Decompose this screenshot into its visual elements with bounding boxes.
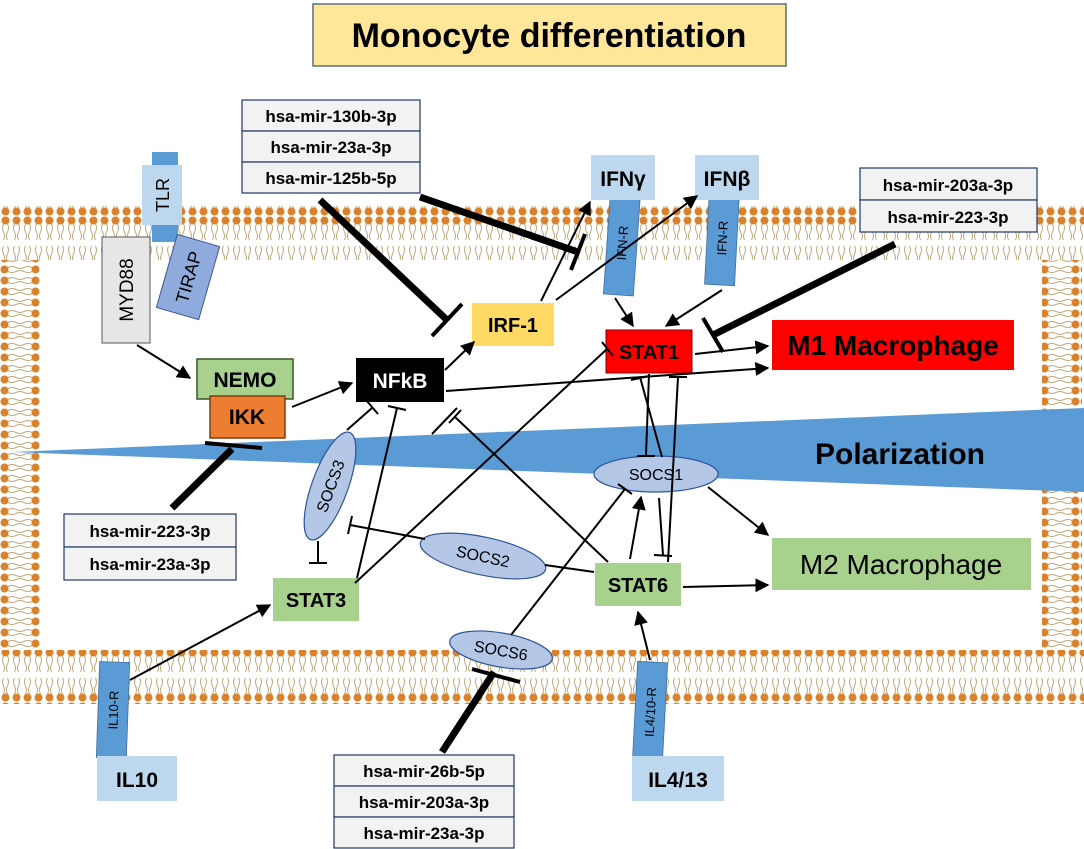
socs2-node: SOCS2 [419,532,547,580]
arrow-il10r-to-stat3 [129,604,272,681]
socs1-label: SOCS1 [629,467,683,484]
ikk-label: IKK [229,406,265,429]
mirna-label: hsa-mir-23a-3p [364,824,485,843]
irf1-node: IRF-1 [472,303,554,346]
inhibit-stat6-to-nfkb [454,416,609,563]
activation-arrows [129,195,770,681]
tlr-receptor: TLR [142,152,182,242]
il10r-label: IL10-R [105,690,121,730]
il10-ligand: IL10 [97,756,177,801]
stat1-label: STAT1 [619,342,679,364]
polarization-label: Polarization [815,438,985,471]
mirna-label: hsa-mir-223-3p [90,522,211,541]
arrow-stat6-to-socs1 [629,495,646,560]
mirna-group-bottom: hsa-mir-26b-5p hsa-mir-203a-3p hsa-mir-2… [333,754,515,849]
mirna-label: hsa-mir-130b-3p [265,107,396,126]
inhibit-stat6-to-stat1 [667,376,679,563]
stat3-node: STAT3 [273,578,359,621]
mirna-label: hsa-mir-125b-5p [265,169,396,188]
stat3-label: STAT3 [286,590,346,612]
inhibit-socs2-to-socs3 [349,524,426,540]
ifng-label: IFNγ [600,168,646,191]
mirna-group-top-right: hsa-mir-203a-3p hsa-mir-223-3p [859,167,1038,233]
myd88-adaptor: MYD88 [101,236,151,344]
tirap-adaptor: TIRAP [155,233,221,321]
ikk-node: IKK [209,395,286,439]
arrow-irf1-to-ifnb [555,195,699,301]
arrow-myd88-to-nemo [136,344,192,379]
arrow-ifnr1-to-stat1 [614,297,634,328]
il4r-label: IL4/10-R [642,687,660,738]
m1-macrophage: M1 Macrophage [772,320,1014,370]
stat1-node: STAT1 [605,329,693,374]
mirna-inhibit-ifnr1 [418,193,580,256]
m2-macrophage: M2 Macrophage [772,538,1031,590]
tlr-label: TLR [153,178,173,212]
mirna-inhibition-lines [169,193,897,754]
inhibit-socs2-stat6 [544,564,595,573]
mirna-label: hsa-mir-23a-3p [271,138,392,157]
arrow-ifnr2-to-stat1 [664,289,723,327]
socs6-node: SOCS6 [449,630,553,670]
mirna-group-top-left: hsa-mir-130b-3p hsa-mir-23a-3p hsa-mir-1… [241,99,421,194]
arrow-irf1-to-ifng [540,200,591,302]
inhibit-socs3-to-nfkb [346,407,373,431]
ifnr-2-label: IFN-R [714,220,731,255]
stat6-label: STAT6 [608,575,668,597]
il4-receptor: IL4/10-R [631,660,669,764]
page-title: Monocyte differentiation [352,17,747,55]
ifnb-label: IFNβ [704,168,751,191]
inhibit-stat6-to-socs1b [658,497,664,556]
mirna-inhibit-stat1 [711,240,897,339]
il10-receptor: IL10-R [95,661,131,759]
ifng-ligand: IFNγ [591,155,655,200]
arrow-stat1-to-m1 [694,340,770,355]
arrow-ikk-to-nfkb [291,381,354,408]
nfkb-node: NFkB [356,358,444,402]
arrow-il4r-to-stat6 [634,610,651,661]
m2-label: M2 Macrophage [800,549,1002,580]
inhibit-socs6-to-socs1 [510,488,626,636]
mirna-label: hsa-mir-203a-3p [359,793,489,812]
socs3-node: SOCS3 [303,431,357,541]
myd88-label: MYD88 [117,258,138,321]
polarization-wedge [12,408,1084,492]
irf1-label: IRF-1 [488,315,538,337]
inhibition-lines [309,341,687,636]
mirna-label: hsa-mir-23a-3p [90,555,211,574]
mirna-label: hsa-mir-203a-3p [883,176,1013,195]
inhibit-stat1-to-socs1 [645,373,650,456]
ifn-receptor-2: IFN-R [704,189,740,287]
mirna-label: hsa-mir-26b-5p [363,762,485,781]
m1-label: M1 Macrophage [787,330,999,361]
mirna-group-left: hsa-mir-223-3p hsa-mir-23a-3p [63,513,237,581]
il4-ligand: IL4/13 [632,756,724,801]
il10-label: IL10 [116,769,158,792]
mirna-inhibit-socs6 [439,670,497,754]
il4-label: IL4/13 [648,769,708,792]
mirna-inhibit-ikk [169,446,235,511]
arrow-nfkb-to-m1 [445,361,770,392]
ifn-receptor-1: IFN-R [602,189,642,297]
title-box: Monocyte differentiation [312,3,787,67]
inhibit-stat3-to-stat1 [354,348,608,584]
socs1-node: SOCS1 [593,455,719,493]
ifnb-ligand: IFNβ [695,155,759,200]
nfkb-label: NFkB [373,370,428,393]
arrow-socs1-to-m2 [707,486,770,536]
inhibit-stat3-to-nfkb [356,407,398,579]
mirna-inhibit-irf1 [317,197,450,323]
nemo-node: NEMO [196,358,294,400]
arrow-stat6-to-m2 [682,578,770,593]
inhibit-socs1-to-stat1 [639,376,663,458]
inhibit-polarization-to-nfkb [431,407,458,435]
stat6-node: STAT6 [595,563,681,606]
nemo-label: NEMO [214,369,277,392]
mirna-label: hsa-mir-223-3p [888,208,1009,227]
ifnr-1-label: IFN-R [614,225,631,261]
arrow-nfkb-to-irf1 [444,341,476,371]
